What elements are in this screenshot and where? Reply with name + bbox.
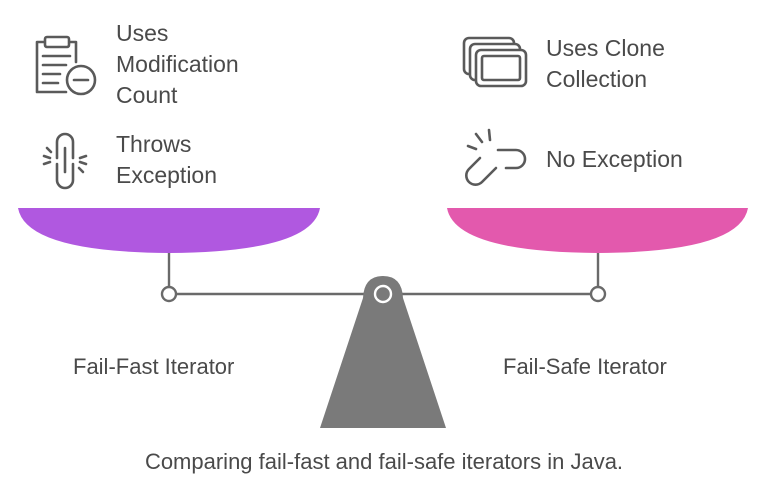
fail-fast-point-modification-count: Uses Modification Count [116,20,239,108]
clipboard-minus-icon [35,35,97,96]
center-pivot [373,284,393,304]
fail-fast-label: Fail-Fast Iterator [73,354,235,379]
broken-chain-link-icon [42,132,88,190]
fail-safe-label: Fail-Safe Iterator [503,354,667,379]
right-pivot [589,285,607,303]
fail-safe-point-clone-collection: Uses Clone Collection [546,35,665,92]
fail-safe-pan [447,208,748,253]
stacked-windows-icon [462,36,528,88]
fail-safe-point-no-exception: No Exception [546,146,683,172]
unlinked-chain-icon [465,128,527,186]
left-pivot [160,285,178,303]
fail-fast-pan [18,208,320,253]
diagram-caption: Comparing fail-fast and fail-safe iterat… [144,449,624,474]
fail-fast-point-throws-exception: Throws Exception [116,131,218,188]
scale-stand [320,276,446,428]
